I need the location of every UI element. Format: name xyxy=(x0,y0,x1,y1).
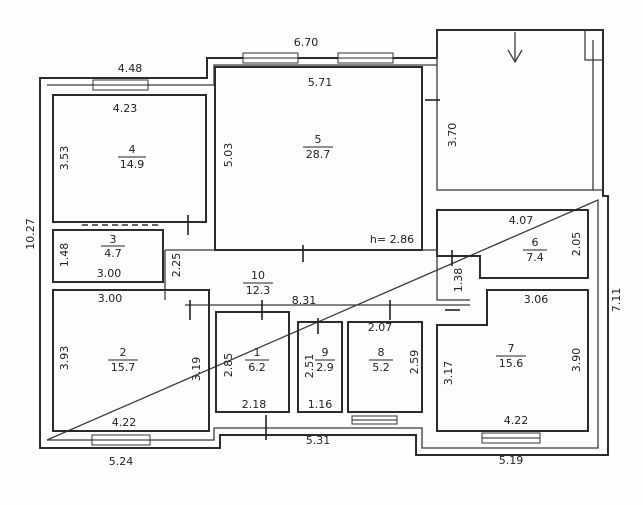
room-1-outline xyxy=(215,311,290,413)
dim-225: 2.25 xyxy=(170,253,183,278)
terrace-arrow-head xyxy=(507,49,523,64)
svg-text:9: 9 xyxy=(322,346,329,359)
room-2-outline xyxy=(52,289,210,432)
room-5-outline xyxy=(214,66,423,251)
dim-370: 3.70 xyxy=(446,123,459,148)
svg-text:28.7: 28.7 xyxy=(306,148,331,161)
svg-text:15.7: 15.7 xyxy=(111,361,136,374)
dim-422-b: 4.22 xyxy=(504,414,529,427)
dim-422-a: 4.22 xyxy=(112,416,137,429)
svg-text:4.7: 4.7 xyxy=(104,247,122,260)
svg-text:7: 7 xyxy=(508,342,515,355)
room-1-label: 1 6.2 xyxy=(245,346,269,374)
dim-519: 5.19 xyxy=(499,454,524,467)
dim-670: 6.70 xyxy=(294,36,319,49)
window-room-5-left xyxy=(242,52,299,64)
dim-423: 4.23 xyxy=(113,102,138,115)
room-8-outline xyxy=(347,321,423,413)
dim-251: 2.51 xyxy=(303,354,316,379)
dim-148: 1.48 xyxy=(58,243,71,268)
room-10-label: 10 12.3 xyxy=(243,269,273,297)
dim-524: 5.24 xyxy=(109,455,134,468)
room-5-label: 5 28.7 xyxy=(303,133,333,161)
dim-116: 1.16 xyxy=(308,398,333,411)
dim-1027: 10.27 xyxy=(24,218,37,250)
svg-text:4: 4 xyxy=(129,143,136,156)
svg-text:5: 5 xyxy=(315,133,322,146)
terrace-outline xyxy=(436,30,603,191)
svg-text:6: 6 xyxy=(532,236,539,249)
dim-571: 5.71 xyxy=(308,76,333,89)
corridor-10-outline xyxy=(164,249,470,306)
svg-text:8: 8 xyxy=(378,346,385,359)
room-7-outline xyxy=(436,289,589,432)
dim-300-b: 3.00 xyxy=(98,292,123,305)
dim-285: 2.85 xyxy=(222,353,235,378)
svg-text:2: 2 xyxy=(120,346,127,359)
window-room-8 xyxy=(351,415,398,425)
dim-319: 3.19 xyxy=(190,357,203,382)
room-3-label: 3 4.7 xyxy=(101,233,125,260)
height-note: h= 2.86 xyxy=(370,233,414,246)
svg-text:12.3: 12.3 xyxy=(246,284,271,297)
room-8-label: 8 5.2 xyxy=(369,346,393,374)
dim-205: 2.05 xyxy=(570,232,583,257)
dim-448: 4.48 xyxy=(118,62,143,75)
room-2-label: 2 15.7 xyxy=(108,346,138,374)
dim-218: 2.18 xyxy=(242,398,267,411)
window-room-2 xyxy=(91,434,151,446)
window-room-5-right xyxy=(337,52,394,64)
room-9-label: 9 2.9 xyxy=(315,346,335,374)
dim-711: 7.11 xyxy=(610,288,623,313)
svg-text:5.2: 5.2 xyxy=(372,361,390,374)
svg-text:7.4: 7.4 xyxy=(526,251,544,264)
outer-wall xyxy=(39,29,609,456)
svg-text:3: 3 xyxy=(110,233,117,246)
svg-text:6.2: 6.2 xyxy=(248,361,266,374)
dim-831: 8.31 xyxy=(292,294,317,307)
room-9-outline xyxy=(297,321,343,413)
room-3-outline xyxy=(52,229,164,283)
dim-353: 3.53 xyxy=(58,146,71,171)
room-4-outline xyxy=(52,94,207,223)
window-room-7 xyxy=(481,432,541,444)
svg-text:15.6: 15.6 xyxy=(499,357,524,370)
svg-text:10: 10 xyxy=(251,269,265,282)
room-7-label: 7 15.6 xyxy=(496,342,526,370)
window-room-4 xyxy=(92,79,149,91)
dim-393: 3.93 xyxy=(58,346,71,371)
svg-text:14.9: 14.9 xyxy=(120,158,145,171)
svg-text:1: 1 xyxy=(254,346,261,359)
dim-503: 5.03 xyxy=(222,143,235,168)
dim-317: 3.17 xyxy=(442,361,455,386)
dim-300-a: 3.00 xyxy=(97,267,122,280)
dim-207: 2.07 xyxy=(368,321,393,334)
dim-138: 1.38 xyxy=(452,268,465,293)
svg-text:2.9: 2.9 xyxy=(316,361,334,374)
room-4-label: 4 14.9 xyxy=(118,143,146,171)
dim-531: 5.31 xyxy=(306,434,331,447)
dim-407: 4.07 xyxy=(509,214,534,227)
dim-259: 2.59 xyxy=(408,350,421,375)
room-6-label: 6 7.4 xyxy=(523,236,547,264)
dim-306: 3.06 xyxy=(524,293,549,306)
dim-390: 3.90 xyxy=(570,348,583,373)
